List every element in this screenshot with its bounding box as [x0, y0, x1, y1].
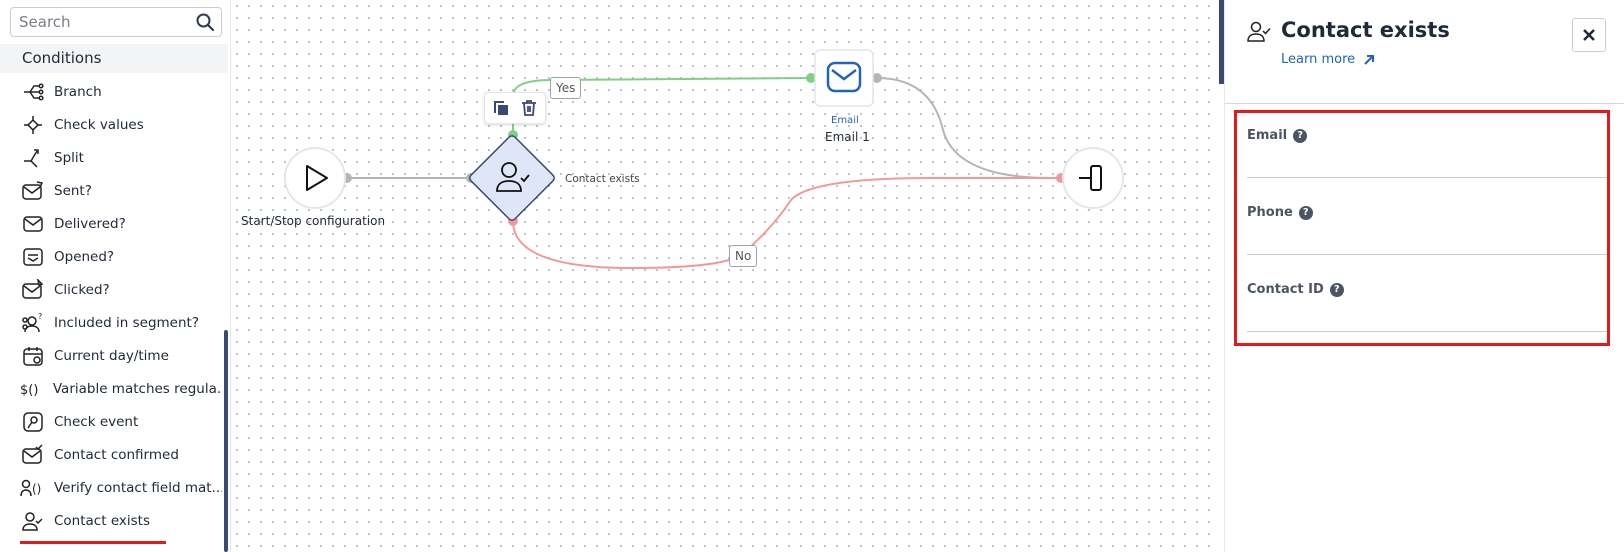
sidebar-item-verify-contact-field[interactable]: () Verify contact field mat...: [0, 473, 222, 503]
email-node: [814, 49, 874, 107]
help-icon[interactable]: ?: [1329, 282, 1344, 297]
sidebar-item-label: Contact exists: [54, 513, 150, 529]
close-button[interactable]: [1572, 18, 1606, 52]
search-icon[interactable]: [195, 12, 215, 32]
workflow-canvas[interactable]: Start/Stop configuration Contact exists …: [231, 0, 1219, 552]
trash-icon[interactable]: [518, 97, 540, 119]
sidebar-item-label: Check values: [54, 117, 144, 133]
sidebar-item-label: Current day/time: [54, 348, 169, 364]
opened-envelope-icon: [20, 244, 46, 270]
email-node-name: Email 1: [825, 130, 870, 144]
sidebar-item-opened[interactable]: Opened?: [0, 242, 222, 272]
sidebar-item-branch[interactable]: Branch: [0, 77, 222, 107]
sidebar-item-label: Opened?: [54, 249, 115, 265]
condition-node-label: Contact exists: [565, 173, 640, 185]
port-email-out: [872, 73, 882, 83]
email-field[interactable]: [1247, 149, 1607, 178]
sidebar-item-included-in-segment[interactable]: ? Included in segment?: [0, 308, 222, 338]
connector-no: [512, 177, 1061, 270]
contact-exists-node-icon: [501, 162, 517, 178]
sidebar-item-label: Split: [54, 150, 84, 166]
contact-exists-icon: [1247, 21, 1271, 42]
sidebar-scrollbar[interactable]: [224, 330, 228, 552]
section-header-conditions: Conditions: [0, 44, 228, 73]
split-icon: [20, 145, 46, 171]
sidebar-item-variable-matches-regex[interactable]: $() Variable matches regula...: [0, 374, 222, 404]
close-icon: [1583, 29, 1595, 41]
duplicate-icon[interactable]: [490, 97, 512, 119]
no-branch-label: No: [729, 245, 758, 267]
yes-branch-label: Yes: [550, 77, 582, 99]
node-toolbar: [484, 92, 546, 124]
panel-divider: [1225, 103, 1624, 104]
sent-envelope-icon: [20, 178, 46, 204]
contact-exists-node: [469, 135, 555, 221]
verify-contact-field-icon: (): [20, 475, 46, 501]
sidebar-item-label: Sent?: [54, 183, 92, 199]
conditions-sidebar: Conditions Branch Check values Split Sen…: [0, 0, 231, 552]
calendar-clock-icon: [20, 343, 46, 369]
search-input[interactable]: [11, 8, 194, 36]
contact-confirmed-icon: [20, 442, 46, 468]
canvas-scrollbar[interactable]: [1219, 0, 1224, 84]
panel-title: Contact exists: [1281, 18, 1450, 42]
clicked-envelope-icon: [20, 277, 46, 303]
selection-underline: [20, 541, 166, 544]
contact-id-field-label: Contact ID: [1247, 282, 1324, 297]
sidebar-item-check-event[interactable]: Check event: [0, 407, 222, 437]
sidebar-item-label: Variable matches regula...: [52, 381, 222, 397]
sidebar-item-clicked[interactable]: Clicked?: [0, 275, 222, 305]
email-field-label: Email: [1247, 128, 1288, 143]
branch-icon: [20, 79, 46, 105]
phone-field[interactable]: [1247, 226, 1607, 255]
start-stop-node: [284, 147, 346, 209]
sidebar-item-label: Check event: [54, 414, 139, 430]
check-values-icon: [20, 112, 46, 138]
contact-id-field-group: Contact ID?: [1247, 282, 1607, 332]
svg-text:?: ?: [38, 312, 42, 321]
email-field-group: Email?: [1247, 128, 1607, 178]
workflow-connections: [284, 49, 1124, 270]
learn-more-link[interactable]: Learn more: [1281, 52, 1375, 67]
svg-text:$(): $(): [20, 383, 38, 398]
contact-id-field[interactable]: [1247, 303, 1607, 332]
sidebar-item-contact-confirmed[interactable]: Contact confirmed: [0, 440, 222, 470]
help-icon[interactable]: ?: [1298, 205, 1313, 220]
email-node-icon: [826, 61, 862, 93]
variable-regex-icon: $(): [20, 376, 45, 402]
search-box: [10, 7, 222, 37]
check-event-icon: [20, 409, 46, 435]
sidebar-item-split[interactable]: Split: [0, 143, 222, 173]
sidebar-item-label: Branch: [54, 84, 102, 100]
end-node: [1062, 147, 1124, 209]
properties-panel: Contact exists Learn more Email? Phone? …: [1224, 0, 1624, 552]
phone-field-group: Phone?: [1247, 205, 1607, 255]
sidebar-item-label: Delivered?: [54, 216, 126, 232]
sidebar-item-contact-exists[interactable]: Contact exists: [0, 506, 222, 536]
phone-field-label: Phone: [1247, 205, 1293, 220]
sidebar-item-label: Verify contact field mat...: [54, 480, 222, 496]
delivered-envelope-icon: [20, 211, 46, 237]
sidebar-item-label: Contact confirmed: [54, 447, 179, 463]
sidebar-item-current-day-time[interactable]: Current day/time: [0, 341, 222, 371]
sidebar-item-sent[interactable]: Sent?: [0, 176, 222, 206]
sidebar-item-label: Clicked?: [54, 282, 110, 298]
fields-highlight: [1234, 110, 1610, 346]
port-email-in: [806, 73, 816, 83]
sidebar-item-label: Included in segment?: [54, 315, 199, 331]
sidebar-item-check-values[interactable]: Check values: [0, 110, 222, 140]
segment-people-icon: ?: [20, 310, 46, 336]
email-node-type: Email: [831, 115, 859, 126]
contact-exists-icon: [20, 508, 46, 534]
start-node-label: Start/Stop configuration: [241, 214, 386, 228]
svg-text:(): (): [32, 482, 41, 496]
play-icon: [306, 165, 328, 191]
sidebar-item-delivered[interactable]: Delivered?: [0, 209, 222, 239]
connector-email-end: [876, 77, 1052, 179]
external-link-icon: [1364, 54, 1375, 65]
help-icon[interactable]: ?: [1293, 128, 1308, 143]
learn-more-label: Learn more: [1281, 52, 1356, 67]
